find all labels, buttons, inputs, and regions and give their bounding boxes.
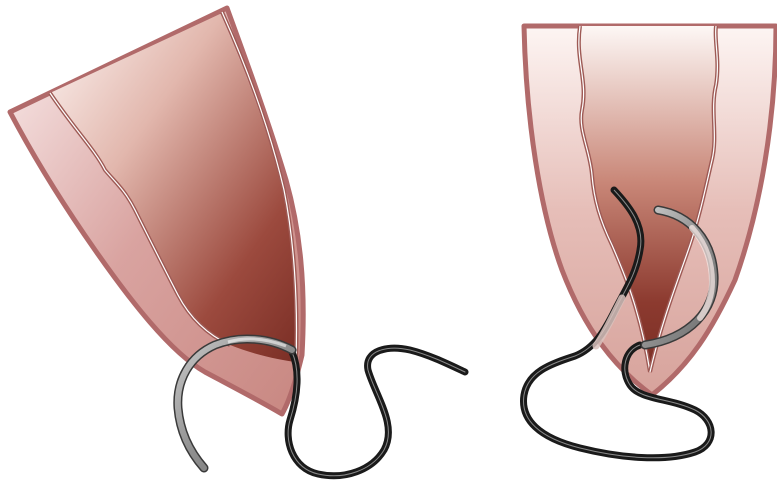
right-panel — [523, 26, 776, 458]
left-panel — [10, 8, 465, 476]
left-suture-thread — [288, 348, 465, 476]
